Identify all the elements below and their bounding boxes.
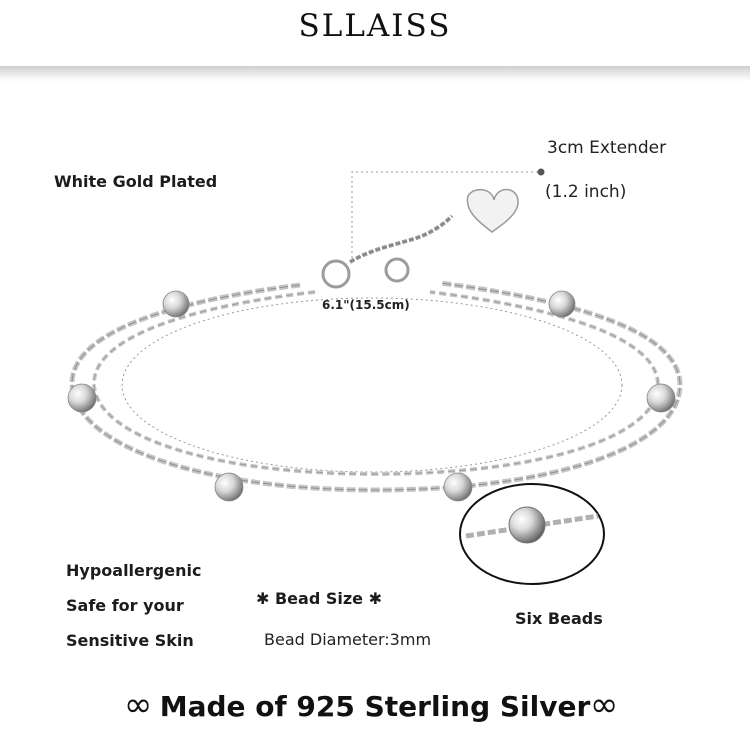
bead bbox=[646, 383, 676, 413]
header bbox=[0, 0, 750, 72]
bead bbox=[162, 290, 190, 318]
bead-zoom-detail bbox=[459, 483, 605, 585]
plating-label: White Gold Plated bbox=[54, 172, 218, 191]
extender-chain bbox=[348, 214, 454, 264]
brand-title: SLLAISS bbox=[298, 8, 452, 44]
snowflake-icon: ✱ bbox=[368, 589, 383, 608]
bead bbox=[548, 290, 576, 318]
chain-inner bbox=[91, 290, 661, 477]
bead-size-label: Bead Size bbox=[274, 589, 364, 608]
hypoallergenic-label: Hypoallergenic bbox=[66, 561, 202, 580]
snowflake-icon: ✱ bbox=[256, 589, 270, 608]
bead bbox=[67, 383, 97, 413]
bead-diameter-label: Bead Diameter:3mm bbox=[264, 630, 432, 649]
spring-ring-clasp bbox=[321, 259, 351, 289]
extender-inch-label: (1.2 inch) bbox=[545, 182, 627, 202]
bead-zoomed bbox=[508, 506, 546, 544]
infinity-icon: ∞ bbox=[124, 685, 153, 725]
jump-ring bbox=[384, 257, 410, 283]
bead bbox=[214, 472, 244, 502]
header-shadow bbox=[0, 66, 750, 82]
heart-charm bbox=[466, 188, 519, 233]
length-guide-ellipse bbox=[121, 297, 623, 473]
infinity-icon: ∞ bbox=[590, 685, 619, 725]
bead bbox=[443, 472, 473, 502]
footer-material-text: Made of 925 Sterling Silver bbox=[159, 690, 591, 723]
chain-outer bbox=[69, 280, 683, 493]
bracelet-beads bbox=[67, 290, 676, 502]
bead-size-title: ✱ Bead Size ✱ bbox=[256, 589, 382, 608]
length-label: 6.1"(15.5cm) bbox=[322, 298, 410, 312]
extender-leader-line bbox=[351, 171, 540, 258]
six-beads-label: Six Beads bbox=[515, 609, 603, 628]
extender-leader-dot bbox=[537, 168, 545, 176]
safe-label: Safe for your bbox=[66, 596, 184, 615]
extender-label: 3cm Extender bbox=[547, 138, 667, 158]
clasp-extender bbox=[321, 214, 454, 289]
sensitive-skin-label: Sensitive Skin bbox=[66, 631, 194, 650]
